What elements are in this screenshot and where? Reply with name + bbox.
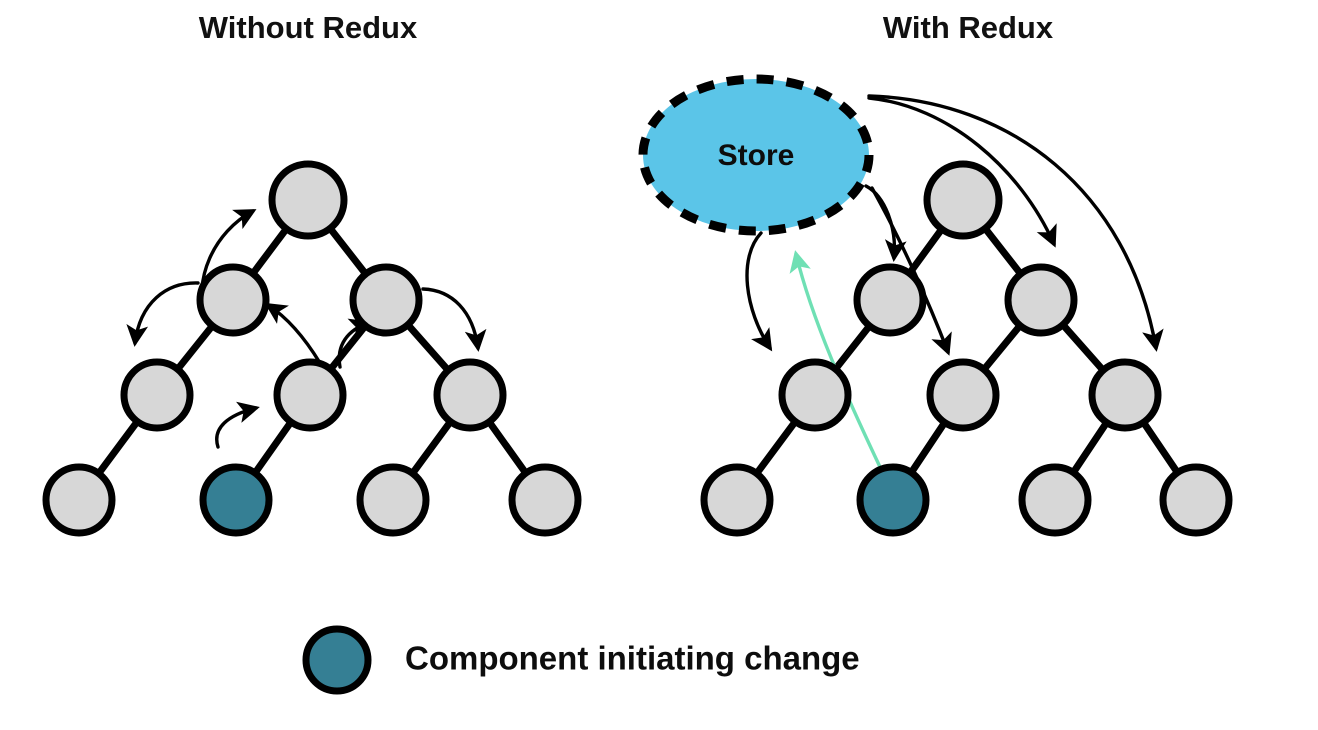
component-node[interactable] bbox=[1088, 358, 1162, 432]
component-node[interactable] bbox=[700, 463, 774, 537]
prop-flow-arrow bbox=[264, 302, 322, 365]
store-subscription-arrow bbox=[867, 94, 1164, 352]
component-node[interactable] bbox=[349, 263, 423, 337]
store-node[interactable]: Store bbox=[638, 74, 874, 236]
component-node[interactable] bbox=[778, 358, 852, 432]
legend-label: Component initiating change bbox=[405, 640, 860, 677]
left-tree-group bbox=[42, 160, 582, 537]
component-node[interactable] bbox=[1004, 263, 1078, 337]
prop-flow-arrow bbox=[126, 281, 200, 347]
component-node[interactable] bbox=[273, 358, 347, 432]
store-ellipse[interactable] bbox=[638, 74, 874, 236]
component-node[interactable] bbox=[268, 160, 348, 240]
component-node[interactable] bbox=[508, 463, 582, 537]
legend-swatch-initiating-change bbox=[302, 625, 372, 695]
component-node-initiating-change[interactable] bbox=[856, 463, 930, 537]
dispatch-action-arrow bbox=[789, 250, 882, 469]
right-tree-edges bbox=[733, 196, 1200, 504]
component-node[interactable] bbox=[356, 463, 430, 537]
component-node[interactable] bbox=[1159, 463, 1233, 537]
component-node[interactable] bbox=[196, 263, 270, 337]
component-node[interactable] bbox=[1018, 463, 1092, 537]
component-node[interactable] bbox=[923, 160, 1003, 240]
right-tree-group: Store bbox=[638, 74, 1233, 537]
store-subscription-arrow bbox=[745, 231, 773, 352]
legend: Component initiating change bbox=[302, 625, 860, 695]
component-node[interactable] bbox=[853, 263, 927, 337]
panel-title-without-redux: Without Redux bbox=[199, 10, 418, 45]
right-tree-nodes bbox=[700, 160, 1233, 537]
left-tree-flow-arrows bbox=[126, 209, 487, 449]
store-label: Store bbox=[718, 139, 795, 172]
store-subscription-arrow bbox=[867, 96, 1057, 248]
panel-title-with-redux: With Redux bbox=[883, 10, 1054, 45]
component-node[interactable] bbox=[42, 463, 116, 537]
component-node-initiating-change[interactable] bbox=[199, 463, 273, 537]
prop-flow-arrow bbox=[421, 287, 487, 352]
prop-flow-arrow bbox=[215, 401, 260, 449]
component-node[interactable] bbox=[926, 358, 1000, 432]
component-node[interactable] bbox=[433, 358, 507, 432]
left-tree-nodes bbox=[42, 160, 582, 537]
component-node[interactable] bbox=[120, 358, 194, 432]
